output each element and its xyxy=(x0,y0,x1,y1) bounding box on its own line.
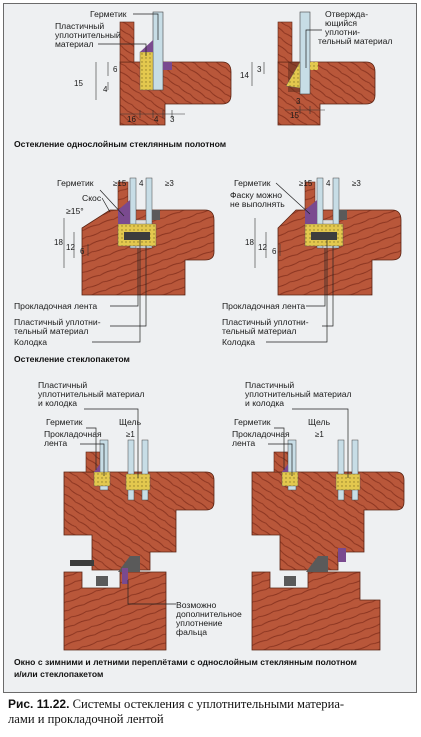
label-plastic-2b: тельный материал xyxy=(14,326,88,336)
detail-1b xyxy=(251,11,376,126)
section-double-window: Пластичный уплотнительный материал и кол… xyxy=(14,380,405,679)
dim-4c: 4 xyxy=(139,179,144,188)
label-curing-3: уплотни- xyxy=(325,27,360,37)
dim-3b: 3 xyxy=(257,65,262,74)
detail-3a xyxy=(63,439,215,651)
label-gap-val-b: ≥1 xyxy=(315,430,324,439)
label-plastic-4a: Пластичный xyxy=(38,380,87,390)
label-skos: Скос xyxy=(82,193,102,203)
label-plastic-5c: и колодка xyxy=(245,398,284,408)
label-skos-angle: ≥15° xyxy=(66,206,84,216)
label-plastic-1c: материал xyxy=(55,39,94,49)
detail-1a xyxy=(95,11,232,126)
label-plastic-1b: уплотнительный xyxy=(55,30,121,40)
label-germetik-2: Герметик xyxy=(57,178,94,188)
dim-15: 15 xyxy=(74,79,83,88)
dim-4d: 4 xyxy=(326,179,331,188)
dim-12a: 12 xyxy=(66,243,75,252)
figure-caption-text-1: Системы остекления с уплотнительными мат… xyxy=(72,697,345,711)
dim-6c: 6 xyxy=(272,247,277,256)
label-plastic-2a: Пластичный уплотни- xyxy=(14,317,101,327)
label-kolodka-b: Колодка xyxy=(222,337,255,347)
dim-ge3-a: ≥3 xyxy=(165,179,174,188)
label-germetik-5: Герметик xyxy=(234,417,271,427)
label-possible-1: Возможно xyxy=(176,600,216,610)
label-faska-1: Фаску можно xyxy=(230,190,282,200)
label-gap-a: Щель xyxy=(119,417,142,427)
dim-14: 14 xyxy=(240,71,249,80)
dim-ge15-a: ≥15 xyxy=(113,179,127,188)
label-tape-c1: Прокладочная xyxy=(44,429,102,439)
dim-18a: 18 xyxy=(54,238,63,247)
label-possible-2: дополнительное xyxy=(176,609,242,619)
dim-3c: 3 xyxy=(296,97,301,106)
label-possible-3: уплотнение xyxy=(176,618,223,628)
dim-16: 16 xyxy=(127,115,136,124)
label-plastic-1a: Пластичный xyxy=(55,21,104,31)
label-plastic-3a: Пластичный уплотни- xyxy=(222,317,309,327)
label-germetik-3: Герметик xyxy=(234,178,271,188)
dim-3a: 3 xyxy=(170,115,175,124)
label-tape-d2: лента xyxy=(232,438,255,448)
section-glass-unit: Герметик Скос ≥15° ≥15 4 ≥3 18 12 6 xyxy=(14,177,402,364)
label-faska-2: не выполнять xyxy=(230,199,285,209)
label-germetik-1: Герметик xyxy=(90,9,127,19)
caption-single-glass: Остекление однослойным стеклянным полотн… xyxy=(14,139,226,149)
label-kolodka-a: Колодка xyxy=(14,337,47,347)
label-gap-val-a: ≥1 xyxy=(126,430,135,439)
label-plastic-5b: уплотнительный материал xyxy=(245,389,352,399)
dim-15b: 15 xyxy=(290,111,299,120)
label-tape-a: Прокладочная лента xyxy=(14,301,97,311)
label-curing-1: Отвержда- xyxy=(325,9,368,19)
caption-window-1: Окно с зимними и летними переплётами с о… xyxy=(14,657,357,667)
figure-number: Рис. 11.22. xyxy=(8,697,70,711)
label-possible-4: фальца xyxy=(176,627,207,637)
label-tape-c2: лента xyxy=(44,438,67,448)
caption-glass-unit: Остекление стеклопакетом xyxy=(14,354,130,364)
dim-ge15-b: ≥15 xyxy=(299,179,313,188)
label-plastic-4b: уплотнительный материал xyxy=(38,389,145,399)
dim-4b: 4 xyxy=(154,115,159,124)
section-single-glass: Герметик Пластичный уплотнительный матер… xyxy=(14,9,392,149)
caption-window-2: и/или стеклопакетом xyxy=(14,669,103,679)
detail-2a xyxy=(63,177,215,296)
dim-18b: 18 xyxy=(245,238,254,247)
label-curing-2: ющийся xyxy=(325,18,357,28)
figure-caption-text-2: лами и прокладочной лентой xyxy=(8,712,164,726)
dim-12b: 12 xyxy=(258,243,267,252)
figure-caption-line-1: Рис. 11.22. Системы остекления с уплотни… xyxy=(8,697,416,712)
dim-4a: 4 xyxy=(103,85,108,94)
dim-ge3-b: ≥3 xyxy=(352,179,361,188)
label-plastic-4c: и колодка xyxy=(38,398,77,408)
detail-2b xyxy=(254,177,402,296)
detail-3b xyxy=(251,439,405,651)
glass-pane xyxy=(299,11,311,95)
sealing-material xyxy=(139,51,154,91)
label-tape-d1: Прокладочная xyxy=(232,429,290,439)
label-plastic-5a: Пластичный xyxy=(245,380,294,390)
dim-6b: 6 xyxy=(80,247,85,256)
label-plastic-3b: тельный материал xyxy=(222,326,296,336)
dim-6: 6 xyxy=(113,65,118,74)
label-curing-4: тельный материал xyxy=(318,36,392,46)
label-gap-b: Щель xyxy=(308,417,331,427)
label-tape-b: Прокладочная лента xyxy=(222,301,305,311)
figure-caption: Рис. 11.22. Системы остекления с уплотни… xyxy=(8,697,416,727)
sealant xyxy=(140,40,153,52)
label-germetik-4: Герметик xyxy=(46,417,83,427)
